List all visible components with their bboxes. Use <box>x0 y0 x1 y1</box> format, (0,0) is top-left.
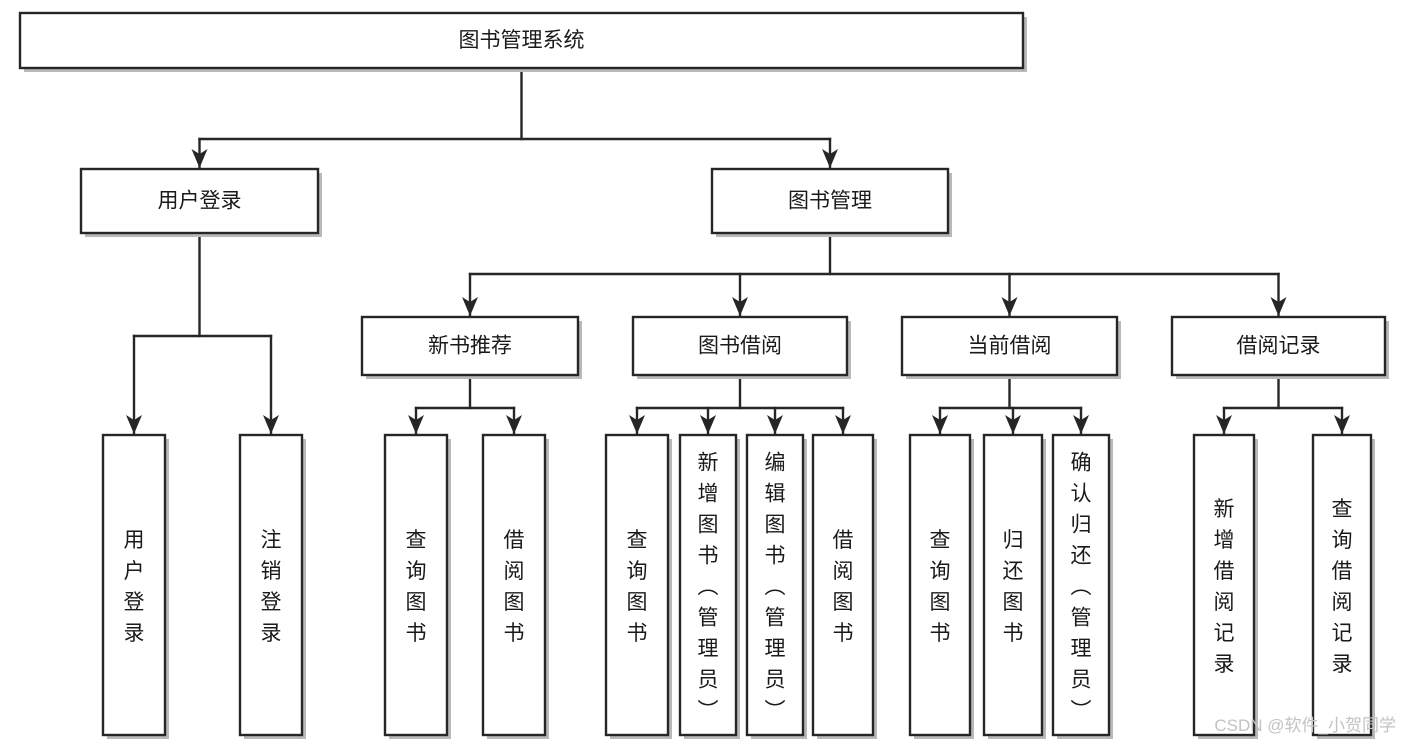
arrow-head-icon <box>700 415 716 434</box>
node-label: 用户登录 <box>158 190 242 213</box>
edge-group-record <box>1216 373 1350 436</box>
node-rect[interactable] <box>1311 433 1373 737</box>
arrow-head-icon <box>1005 415 1021 434</box>
arrow-head-icon <box>732 297 748 316</box>
node-n1[interactable]: 查询图书 <box>383 433 451 739</box>
arrow-head-icon <box>462 297 478 316</box>
node-label: 图书管理系统 <box>459 29 585 52</box>
node-rect[interactable] <box>101 433 167 737</box>
arrow-head-icon <box>835 415 851 434</box>
node-b1[interactable]: 查询图书 <box>604 433 672 739</box>
node-label: 当前借阅 <box>968 335 1052 358</box>
node-bookmgmt[interactable]: 图书管理 <box>710 167 952 237</box>
edge-group-bookmgmt <box>462 231 1287 318</box>
node-label: 借阅图书 <box>504 529 525 645</box>
node-layer: 图书管理系统用户登录图书管理新书推荐图书借阅当前借阅借阅记录用户登录注销登录查询… <box>18 11 1389 739</box>
arrow-head-icon <box>932 415 948 434</box>
arrow-head-icon <box>629 415 645 434</box>
node-b2[interactable]: 新增图书︵管理员︶ <box>678 433 740 739</box>
node-label: 新增借阅记录 <box>1214 498 1235 676</box>
edge-group-borrow <box>629 373 851 436</box>
node-label: 查询图书 <box>627 529 648 645</box>
node-label: 注销登录 <box>261 529 282 645</box>
node-label: 确认归还︵管理员︶ <box>1071 452 1092 723</box>
node-root[interactable]: 图书管理系统 <box>18 11 1027 72</box>
node-b4[interactable]: 借阅图书 <box>811 433 877 739</box>
arrow-head-icon <box>126 415 142 434</box>
csdn-watermark: CSDN @软件_小贺同学 <box>1214 716 1396 735</box>
node-rect[interactable] <box>710 167 950 235</box>
node-rect[interactable] <box>481 433 547 737</box>
node-current[interactable]: 当前借阅 <box>900 315 1121 379</box>
node-label: 图书管理 <box>788 190 872 213</box>
node-rect[interactable] <box>900 315 1119 377</box>
arrow-head-icon <box>408 415 424 434</box>
node-label: 新书推荐 <box>428 335 512 358</box>
node-rect[interactable] <box>745 433 805 737</box>
arrow-head-icon <box>506 415 522 434</box>
node-c2[interactable]: 归还图书 <box>982 433 1046 739</box>
node-r2[interactable]: 查询借阅记录 <box>1311 433 1375 739</box>
node-rect[interactable] <box>238 433 304 737</box>
node-rect[interactable] <box>811 433 875 737</box>
node-l1[interactable]: 用户登录 <box>101 433 169 739</box>
edge-group-newbook <box>408 373 522 436</box>
node-rect[interactable] <box>1170 315 1387 377</box>
node-n2[interactable]: 借阅图书 <box>481 433 549 739</box>
node-rect[interactable] <box>1192 433 1256 737</box>
node-label: 新增图书︵管理员︶ <box>698 452 719 723</box>
node-r1[interactable]: 新增借阅记录 <box>1192 433 1258 739</box>
edge-group-current <box>932 373 1089 436</box>
node-c3[interactable]: 确认归还︵管理员︶ <box>1051 433 1113 739</box>
arrow-head-icon <box>1073 415 1089 434</box>
node-label: 查询图书 <box>406 529 427 645</box>
node-record[interactable]: 借阅记录 <box>1170 315 1389 379</box>
arrow-head-icon <box>767 415 783 434</box>
arrow-head-icon <box>822 149 838 168</box>
node-label: 用户登录 <box>124 529 145 645</box>
node-rect[interactable] <box>982 433 1044 737</box>
arrow-head-icon <box>1001 297 1018 316</box>
arrow-head-icon <box>1334 415 1350 434</box>
node-login[interactable]: 用户登录 <box>79 167 322 237</box>
node-rect[interactable] <box>678 433 738 737</box>
node-newbook[interactable]: 新书推荐 <box>360 315 582 379</box>
node-rect[interactable] <box>908 433 972 737</box>
node-rect[interactable] <box>360 315 580 377</box>
node-c1[interactable]: 查询图书 <box>908 433 974 739</box>
node-rect[interactable] <box>18 11 1025 70</box>
node-label: 编辑图书︵管理员︶ <box>765 452 786 723</box>
arrow-head-icon <box>1270 297 1287 316</box>
node-rect[interactable] <box>604 433 670 737</box>
node-label: 借阅记录 <box>1237 335 1321 358</box>
node-label: 图书借阅 <box>698 335 782 358</box>
node-label: 查询图书 <box>930 529 951 645</box>
node-rect[interactable] <box>79 167 320 235</box>
node-rect[interactable] <box>1051 433 1111 737</box>
arrow-head-icon <box>191 149 208 168</box>
node-rect[interactable] <box>383 433 449 737</box>
edge-group-login <box>126 231 279 436</box>
edge-group-root <box>191 66 838 170</box>
node-label: 归还图书 <box>1003 529 1024 645</box>
node-rect[interactable] <box>631 315 849 377</box>
connector-layer <box>126 66 1350 436</box>
arrow-head-icon <box>1216 415 1232 434</box>
node-l2[interactable]: 注销登录 <box>238 433 306 739</box>
arrow-head-icon <box>263 415 279 434</box>
node-label: 查询借阅记录 <box>1332 498 1353 676</box>
node-label: 借阅图书 <box>833 529 854 645</box>
node-borrow[interactable]: 图书借阅 <box>631 315 851 379</box>
node-b3[interactable]: 编辑图书︵管理员︶ <box>745 433 807 739</box>
